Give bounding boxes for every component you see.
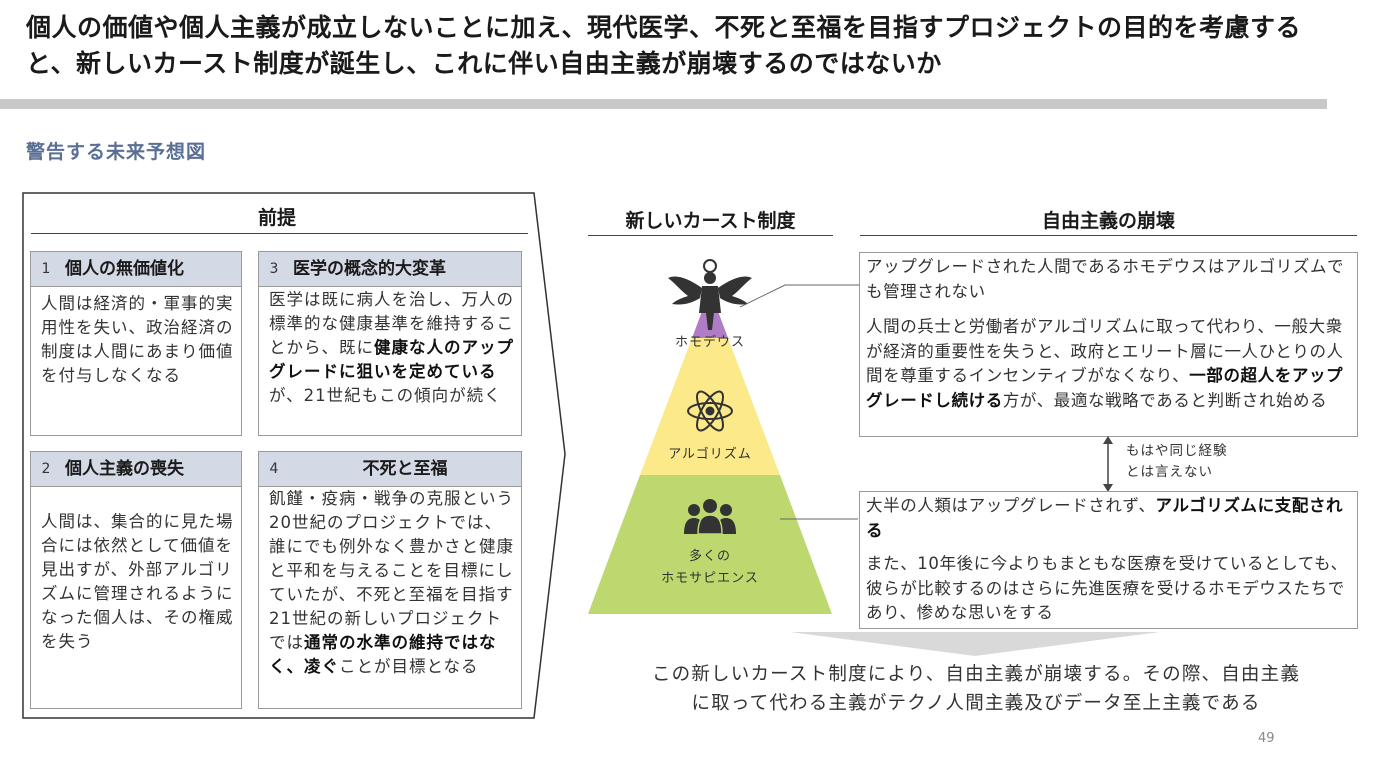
card-body: 人間は経済的・軍事的実用性を失い、政治経済の制度は人間にあまり価値を付与しなくな… [41,294,234,385]
premise-box [22,192,567,719]
card-header: 4 不死と至福 [259,452,521,487]
card-body: 飢饉・疫病・戦争の克服という20世紀のプロジェクトでは、誰にでも例外なく豊かさと… [269,489,514,676]
slide-title: 個人の価値や個人主義が成立しないことに加え、現代医学、不死と至福を目指すプロジェ… [26,13,1302,78]
emphasis-text: 通常の水準の維持ではなく、凌ぐ [269,633,497,676]
upper-paragraph-2: 人間の兵士と労働者がアルゴリズムに取って代わり、一般大衆が経済的重要性を失うと、… [866,317,1344,410]
emphasis-text: 一部の超人をアップグレードし続ける [866,366,1344,410]
premise-card-3: 3 医学の概念的大変革 医学は既に病人を治し、万人の標準的な健康基準を維持するこ… [258,251,522,436]
tier-label-algorithm: アルゴリズム [668,447,752,462]
caste-heading: 新しいカースト制度 [625,210,796,232]
emphasis-text: 健康な人のアップグレードに狙いを定めている [269,338,514,381]
conclusion-text: この新しいカースト制度により、自由主義が崩壊する。その際、自由主義に取って代わる… [651,664,1301,714]
card-number: 3 [269,261,279,277]
card-title: 医学の概念的大変革 [293,259,446,279]
people-icon [684,499,736,535]
card-body: 医学は既に病人を治し、万人の標準的な健康基準を維持することから、既に健康な人のア… [269,290,514,405]
premise-card-2: 2 個人主義の喪失 人間は、集合的に見た場合には依然として価値を見出すが、外部ア… [30,451,242,709]
lower-paragraph-1: 大半の人類はアップグレードされず、アルゴリズムに支配される [866,496,1344,540]
connector-lines [740,284,860,520]
card-number: 1 [41,261,51,277]
caste-pyramid [588,259,832,614]
card-title: 個人主義の喪失 [65,459,184,479]
collapse-heading: 自由主義の崩壊 [1041,210,1175,232]
upper-text-box: アップグレードされた人間であるホモデウスはアルゴリズムでも管理されない 人間の兵… [859,252,1358,437]
page-number: 49 [1258,731,1275,746]
card-header: 3 医学の概念的大変革 [259,252,521,287]
premise-heading: 前提 [257,207,296,229]
title-underline-bar [0,99,1327,109]
double-arrow-icon [1103,436,1113,492]
tier-label-sapiens: 多くのホモサピエンス [661,549,759,586]
lower-paragraph-2: また、10年後に今よりもまともな医療を受けているとしても、彼らが比較するのはさら… [866,554,1348,622]
card-body: 人間は、集合的に見た場合には依然として価値を見出すが、外部アルゴリズムに管理され… [41,512,234,651]
lower-text-box: 大半の人類はアップグレードされず、アルゴリズムに支配される また、10年後に今よ… [859,491,1358,629]
card-title: 個人の無価値化 [65,259,184,279]
pyramid-tier-sapiens [588,475,832,614]
gap-note: もはや同じ経験とは言えない [1126,443,1228,480]
tier-label-homodeus: ホモデウス [674,335,745,350]
premise-heading-rule [31,233,528,234]
slide-subtitle: 警告する未来予想図 [26,141,207,163]
card-header: 2 個人主義の喪失 [31,452,241,487]
atom-icon [687,390,733,432]
emphasis-text: アルゴリズムに支配される [866,496,1344,540]
collapse-heading-rule [860,235,1357,236]
upper-paragraph-1: アップグレードされた人間であるホモデウスはアルゴリズムでも管理されない [866,257,1345,301]
card-title: 不死と至福 [362,459,448,479]
premise-arrow-outline [22,192,566,719]
conclusion-chevron [790,632,1160,656]
card-header: 1 個人の無価値化 [31,252,241,287]
caste-heading-rule [588,235,833,236]
angel-icon [668,259,752,330]
premise-card-1: 1 個人の無価値化 人間は経済的・軍事的実用性を失い、政治経済の制度は人間にあま… [30,251,242,436]
card-number: 4 [269,461,279,477]
premise-card-4: 4 不死と至福 飢饉・疫病・戦争の克服という20世紀のプロジェクトでは、誰にでも… [258,451,522,709]
card-number: 2 [41,461,51,477]
